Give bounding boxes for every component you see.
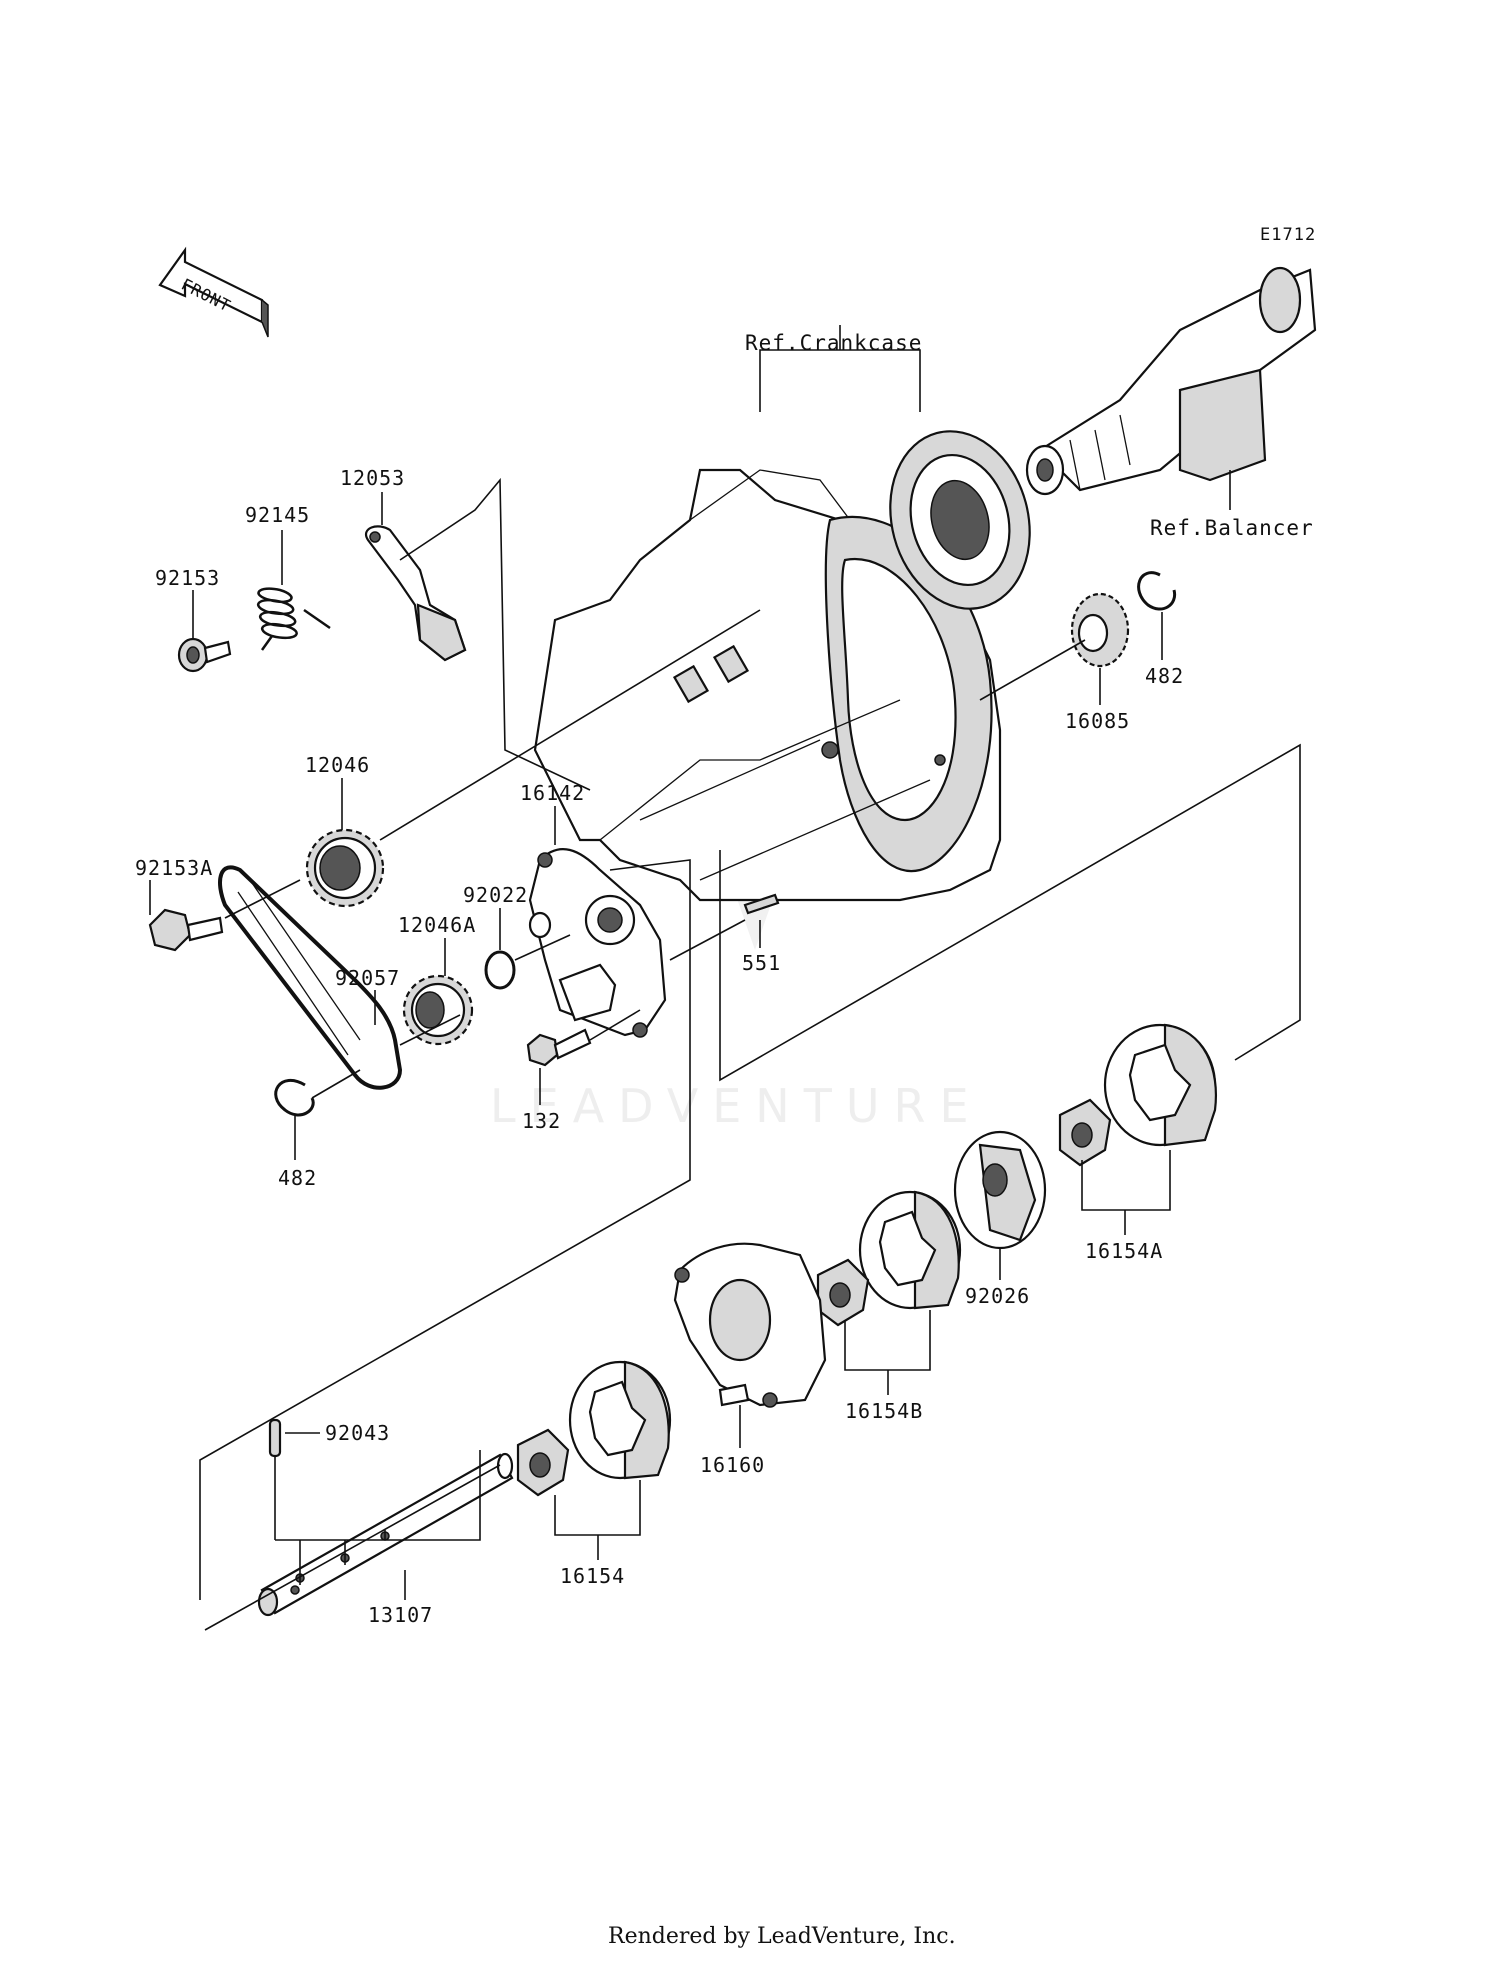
crankcase-bearing bbox=[889, 430, 1031, 610]
pin-551-icon bbox=[743, 893, 780, 915]
rotor-inner-16154B-icon bbox=[816, 1258, 870, 1327]
label-92026: 92026 bbox=[965, 1284, 1030, 1308]
label-12053: 12053 bbox=[340, 466, 405, 490]
pump-body-16160-icon bbox=[673, 1242, 827, 1408]
label-92153A: 92153A bbox=[135, 856, 213, 880]
label-551: 551 bbox=[742, 951, 781, 975]
label-92022: 92022 bbox=[463, 883, 528, 907]
label-16085: 16085 bbox=[1065, 709, 1130, 733]
watermark-text: LEADVENTURE bbox=[490, 1079, 983, 1133]
bolt-132-icon bbox=[526, 1028, 592, 1067]
label-92153: 92153 bbox=[155, 566, 220, 590]
chain-92057-icon bbox=[218, 865, 403, 1090]
label-12046: 12046 bbox=[305, 753, 370, 777]
label-482-left: 482 bbox=[278, 1166, 317, 1190]
label-92057: 92057 bbox=[335, 966, 400, 990]
sprocket-12046A-icon bbox=[402, 974, 474, 1046]
bolt-92153A-icon bbox=[148, 908, 224, 952]
label-16154B: 16154B bbox=[845, 1399, 923, 1423]
label-ref-balancer: Ref.Balancer bbox=[1150, 516, 1314, 540]
gear-16085-icon bbox=[1070, 592, 1130, 668]
label-16142: 16142 bbox=[520, 781, 585, 805]
label-ref-crankcase: Ref.Crankcase bbox=[745, 331, 922, 355]
label-16154A: 16154A bbox=[1085, 1239, 1163, 1263]
label-12046A: 12046A bbox=[398, 913, 476, 937]
rotor-inner-16154A-icon bbox=[1058, 1098, 1112, 1167]
circlip-482-right-icon bbox=[1137, 571, 1177, 611]
rotor-outer-16154A-icon bbox=[1103, 1023, 1217, 1147]
bolt-92153-icon bbox=[177, 637, 232, 673]
label-482-right: 482 bbox=[1145, 664, 1184, 688]
front-arrow-icon: FRONT bbox=[158, 246, 269, 338]
pin-92043-icon bbox=[268, 1418, 282, 1458]
label-92145: 92145 bbox=[245, 503, 310, 527]
spring-92145-icon bbox=[256, 587, 331, 651]
washer-92022-icon bbox=[484, 950, 516, 990]
rotor-outer-16154B-icon bbox=[858, 1190, 962, 1310]
circlip-482-left-icon bbox=[274, 1078, 315, 1117]
balancer-shaft bbox=[1025, 266, 1317, 496]
label-13107: 13107 bbox=[368, 1603, 433, 1627]
diagram-code: E1712 bbox=[1260, 225, 1316, 245]
sprocket-12046-icon bbox=[305, 828, 385, 908]
pump-cover-16142-icon bbox=[528, 848, 667, 1038]
footer-credit: Rendered by LeadVenture, Inc. bbox=[608, 1924, 956, 1949]
label-16154: 16154 bbox=[560, 1564, 625, 1588]
leader-lines bbox=[149, 325, 1301, 1631]
plate-92026-icon bbox=[953, 1130, 1047, 1250]
label-132: 132 bbox=[522, 1109, 561, 1133]
rotor-outer-16154-icon bbox=[568, 1360, 672, 1480]
rotor-inner-16154-icon bbox=[516, 1428, 570, 1497]
label-16160: 16160 bbox=[700, 1453, 765, 1477]
labels: Ref.Crankcase Ref.Balancer 12053 92145 9… bbox=[135, 331, 1314, 1627]
tensioner-12053-icon bbox=[365, 525, 467, 662]
label-92043: 92043 bbox=[325, 1421, 390, 1445]
